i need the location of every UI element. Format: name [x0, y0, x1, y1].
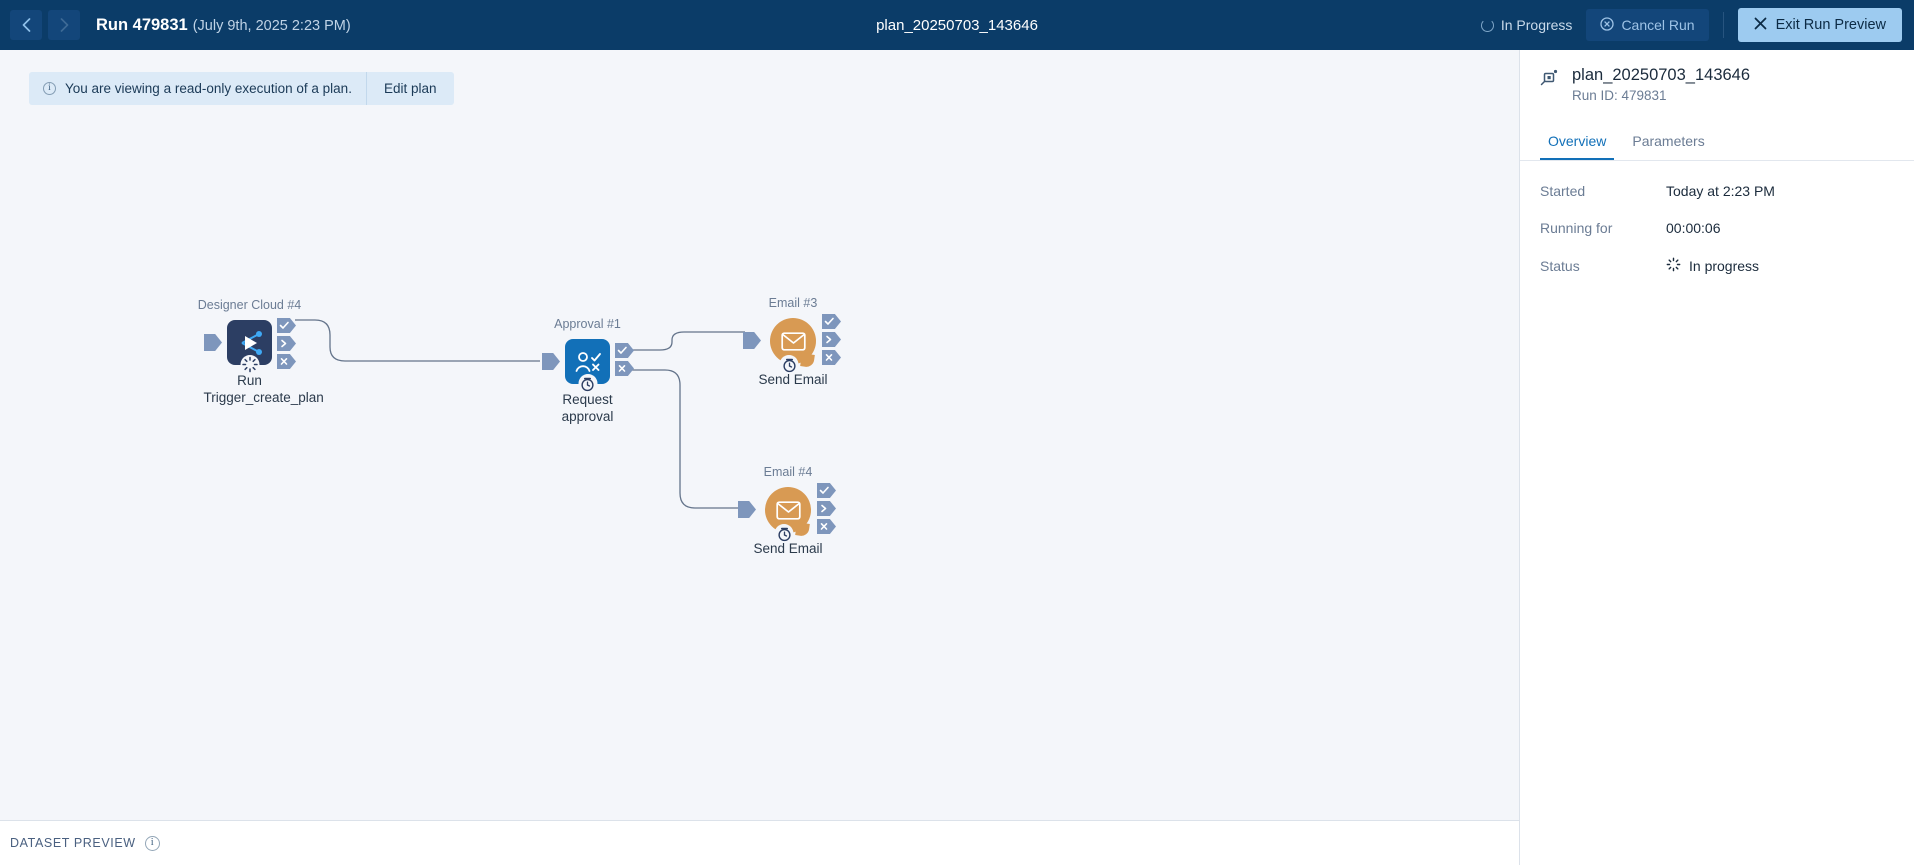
info-icon[interactable]: i	[144, 835, 160, 851]
node-caption: Email #3	[768, 296, 818, 310]
spinner-icon	[1480, 18, 1494, 32]
check-port[interactable]	[817, 483, 836, 498]
node-label: Send Email	[758, 372, 828, 387]
input-port[interactable]	[542, 353, 560, 370]
panel-tabs: Overview Parameters	[1520, 129, 1914, 161]
chevron-left-icon	[22, 18, 31, 32]
graph-edges	[295, 319, 745, 509]
chevron-port[interactable]	[277, 336, 296, 351]
panel-title: plan_20250703_143646	[1572, 66, 1751, 84]
dataset-preview-label: DATASET PREVIEW	[10, 836, 136, 850]
run-title-text: Run 479831	[96, 15, 188, 34]
node-label: Run Trigger_create_plan	[203, 373, 324, 405]
readonly-banner: i You are viewing a read-only execution …	[29, 72, 454, 105]
x-port[interactable]	[817, 519, 836, 534]
check-port[interactable]	[277, 318, 296, 333]
row-value: 00:00:06	[1666, 220, 1721, 236]
cancel-run-button[interactable]: Cancel Run	[1586, 9, 1709, 41]
envelope-icon	[765, 487, 811, 543]
input-port[interactable]	[743, 332, 761, 349]
exit-run-preview-button[interactable]: Exit Run Preview	[1737, 8, 1902, 42]
row-key: Running for	[1540, 220, 1613, 236]
check-port[interactable]	[822, 314, 841, 329]
toolbar-divider	[1722, 12, 1724, 38]
back-button[interactable]	[10, 10, 42, 40]
node-caption: Approval #1	[554, 317, 621, 331]
workflow-graph: Designer Cloud #4	[0, 50, 1519, 820]
top-bar: Run 479831(July 9th, 2025 2:23 PM) plan_…	[0, 0, 1914, 50]
row-status: Status In progress	[1540, 257, 1894, 275]
row-running-for: Running for 00:00:06	[1540, 220, 1894, 236]
close-x-icon	[1754, 17, 1767, 34]
output-ports	[817, 483, 836, 534]
run-date: (July 9th, 2025 2:23 PM)	[192, 17, 351, 34]
exit-run-preview-label: Exit Run Preview	[1775, 17, 1886, 33]
node-designer-cloud[interactable]: Designer Cloud #4	[198, 298, 324, 405]
nav-buttons	[10, 10, 80, 40]
row-value-wrap: In progress	[1666, 257, 1759, 275]
status-badge: In progress	[1689, 258, 1760, 274]
dataset-preview-bar[interactable]: DATASET PREVIEW i	[0, 820, 1519, 865]
row-key: Started	[1540, 183, 1586, 199]
plan-node-icon	[1540, 68, 1560, 93]
clock-icon	[578, 374, 597, 393]
tab-parameters[interactable]: Parameters	[1632, 133, 1705, 149]
edit-plan-button[interactable]: Edit plan	[383, 81, 437, 96]
readonly-banner-message: You are viewing a read-only execution of…	[65, 81, 352, 96]
clock-icon	[774, 524, 794, 543]
panel-header: plan_20250703_143646 Run ID: 479831	[1520, 50, 1914, 103]
check-port[interactable]	[615, 343, 634, 358]
chevron-right-icon	[60, 18, 69, 32]
info-icon: i	[43, 82, 56, 95]
row-key: Status	[1540, 258, 1580, 274]
row-started: Started Today at 2:23 PM	[1540, 183, 1894, 199]
node-label: Send Email	[753, 541, 823, 556]
x-port[interactable]	[277, 354, 296, 369]
clock-icon	[779, 355, 799, 374]
row-value: Today at 2:23 PM	[1666, 183, 1775, 199]
run-title: Run 479831(July 9th, 2025 2:23 PM)	[96, 16, 351, 35]
workflow-canvas[interactable]: i You are viewing a read-only execution …	[0, 50, 1519, 820]
output-ports	[277, 318, 296, 369]
forward-button[interactable]	[48, 10, 80, 40]
chevron-port[interactable]	[822, 332, 841, 347]
run-status-label: In Progress	[1500, 17, 1573, 33]
input-port[interactable]	[738, 501, 756, 518]
node-label: Request approval	[561, 392, 614, 424]
node-email-4[interactable]: Email #4	[738, 465, 836, 556]
node-email-3[interactable]: Email #3	[743, 296, 841, 387]
readonly-banner-text: i You are viewing a read-only execution …	[29, 81, 366, 96]
output-ports	[615, 343, 634, 376]
node-caption: Email #4	[763, 465, 813, 479]
spinner-icon	[240, 355, 259, 374]
spinner-icon	[1666, 257, 1681, 275]
user-approval-icon	[565, 339, 610, 393]
banner-divider	[365, 72, 367, 105]
node-caption: Designer Cloud #4	[197, 298, 302, 312]
chevron-port[interactable]	[817, 501, 836, 516]
x-port[interactable]	[822, 350, 841, 365]
run-details-panel: plan_20250703_143646 Run ID: 479831 Over…	[1519, 50, 1914, 865]
node-approval[interactable]: Approval #1	[542, 317, 634, 424]
input-port[interactable]	[204, 334, 222, 351]
top-bar-actions: In Progress Cancel Run Exit Run Preview	[1467, 0, 1902, 50]
envelope-icon	[770, 318, 816, 374]
run-flow-icon	[227, 320, 272, 374]
overview-rows: Started Today at 2:23 PM Running for 00:…	[1520, 161, 1914, 275]
cancel-run-label: Cancel Run	[1621, 17, 1695, 33]
tab-overview[interactable]: Overview	[1540, 129, 1615, 160]
run-status-chip: In Progress	[1467, 17, 1587, 33]
cancel-circle-icon	[1600, 16, 1615, 34]
panel-run-id: Run ID: 479831	[1572, 88, 1667, 103]
x-port[interactable]	[615, 361, 634, 376]
output-ports	[822, 314, 841, 365]
